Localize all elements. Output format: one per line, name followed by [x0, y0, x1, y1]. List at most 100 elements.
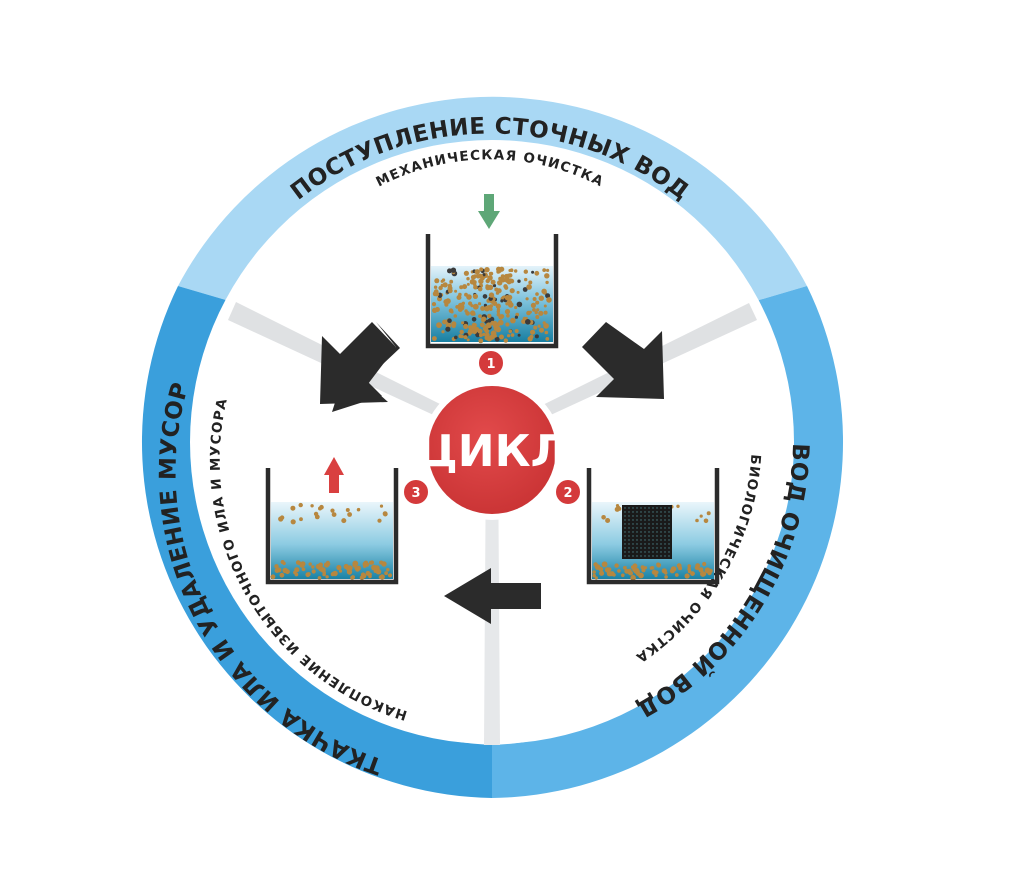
svg-text:1: 1: [486, 357, 495, 372]
badge-1: 1: [477, 349, 505, 377]
particle: [702, 561, 707, 567]
particle: [664, 523, 666, 525]
particle: [279, 515, 285, 520]
particle: [640, 539, 642, 541]
particle: [537, 324, 541, 328]
particle: [614, 563, 619, 568]
particle: [660, 515, 662, 517]
particle: [543, 323, 549, 329]
particle: [668, 551, 670, 553]
particle: [377, 518, 382, 523]
tank3-walls: [265, 468, 399, 585]
particle: [592, 570, 596, 574]
particle: [644, 527, 646, 529]
particle: [628, 527, 630, 529]
particle: [649, 566, 654, 570]
particle: [652, 511, 654, 513]
particle: [531, 270, 535, 274]
particle: [599, 570, 605, 576]
particle: [594, 576, 598, 580]
particle: [640, 531, 642, 533]
particle: [500, 299, 504, 303]
particle: [632, 539, 634, 541]
particle: [447, 268, 452, 274]
center-cycle: ЦИКЛ: [417, 380, 567, 520]
particle: [492, 320, 498, 326]
particle: [466, 277, 470, 281]
particle: [443, 299, 449, 305]
particle: [636, 539, 638, 541]
particle: [628, 535, 630, 537]
particle: [489, 334, 495, 340]
particle: [664, 539, 666, 541]
particle: [498, 314, 503, 320]
particle: [598, 566, 604, 572]
particle: [640, 519, 642, 521]
particle: [492, 301, 498, 306]
particle: [660, 551, 662, 553]
particle: [466, 294, 472, 300]
particle: [516, 290, 520, 294]
particle: [636, 527, 638, 529]
particle: [652, 535, 654, 537]
particle: [465, 311, 470, 316]
particle: [668, 523, 670, 525]
particle: [322, 571, 326, 575]
particle: [640, 535, 642, 537]
particle: [656, 535, 658, 537]
particle: [384, 571, 388, 576]
particle: [440, 283, 444, 288]
particle: [499, 334, 504, 340]
particle: [504, 278, 508, 282]
particle: [632, 531, 634, 533]
particle: [534, 334, 539, 339]
particle: [295, 560, 301, 565]
particle: [496, 309, 500, 314]
particle: [346, 569, 353, 575]
particle: [628, 555, 630, 557]
particle: [632, 511, 634, 513]
ring-segment-left: [141, 286, 493, 798]
particle: [528, 280, 533, 285]
particle: [492, 284, 497, 288]
particle: [656, 507, 658, 509]
particle: [656, 547, 658, 549]
particle: [279, 572, 285, 578]
particle: [656, 519, 658, 521]
particle: [694, 565, 699, 570]
particle: [661, 568, 667, 574]
particle: [668, 511, 670, 513]
particle: [664, 519, 666, 521]
particle: [315, 563, 322, 570]
particle: [299, 517, 303, 522]
particle: [514, 269, 518, 273]
particle: [503, 338, 508, 343]
particle: [652, 547, 654, 549]
particle: [640, 555, 642, 557]
particle: [311, 565, 315, 569]
particle: [664, 507, 666, 509]
particle: [627, 570, 632, 575]
particle: [632, 543, 634, 545]
particle: [468, 301, 473, 306]
particle: [545, 293, 551, 299]
particle: [644, 555, 646, 557]
particle: [472, 303, 479, 310]
particle: [345, 508, 350, 512]
particle: [382, 562, 386, 567]
particle: [636, 543, 638, 545]
particle: [539, 327, 544, 333]
particle: [628, 523, 630, 525]
tank1-particles: [431, 266, 552, 344]
particle: [454, 289, 458, 293]
particle: [668, 547, 670, 549]
particle: [534, 310, 538, 315]
particle: [484, 332, 490, 338]
particle: [636, 547, 638, 549]
particle: [704, 567, 711, 574]
particle: [510, 333, 515, 337]
particle: [668, 555, 670, 557]
particle: [498, 276, 502, 281]
particle: [526, 284, 532, 290]
particle: [362, 561, 369, 567]
